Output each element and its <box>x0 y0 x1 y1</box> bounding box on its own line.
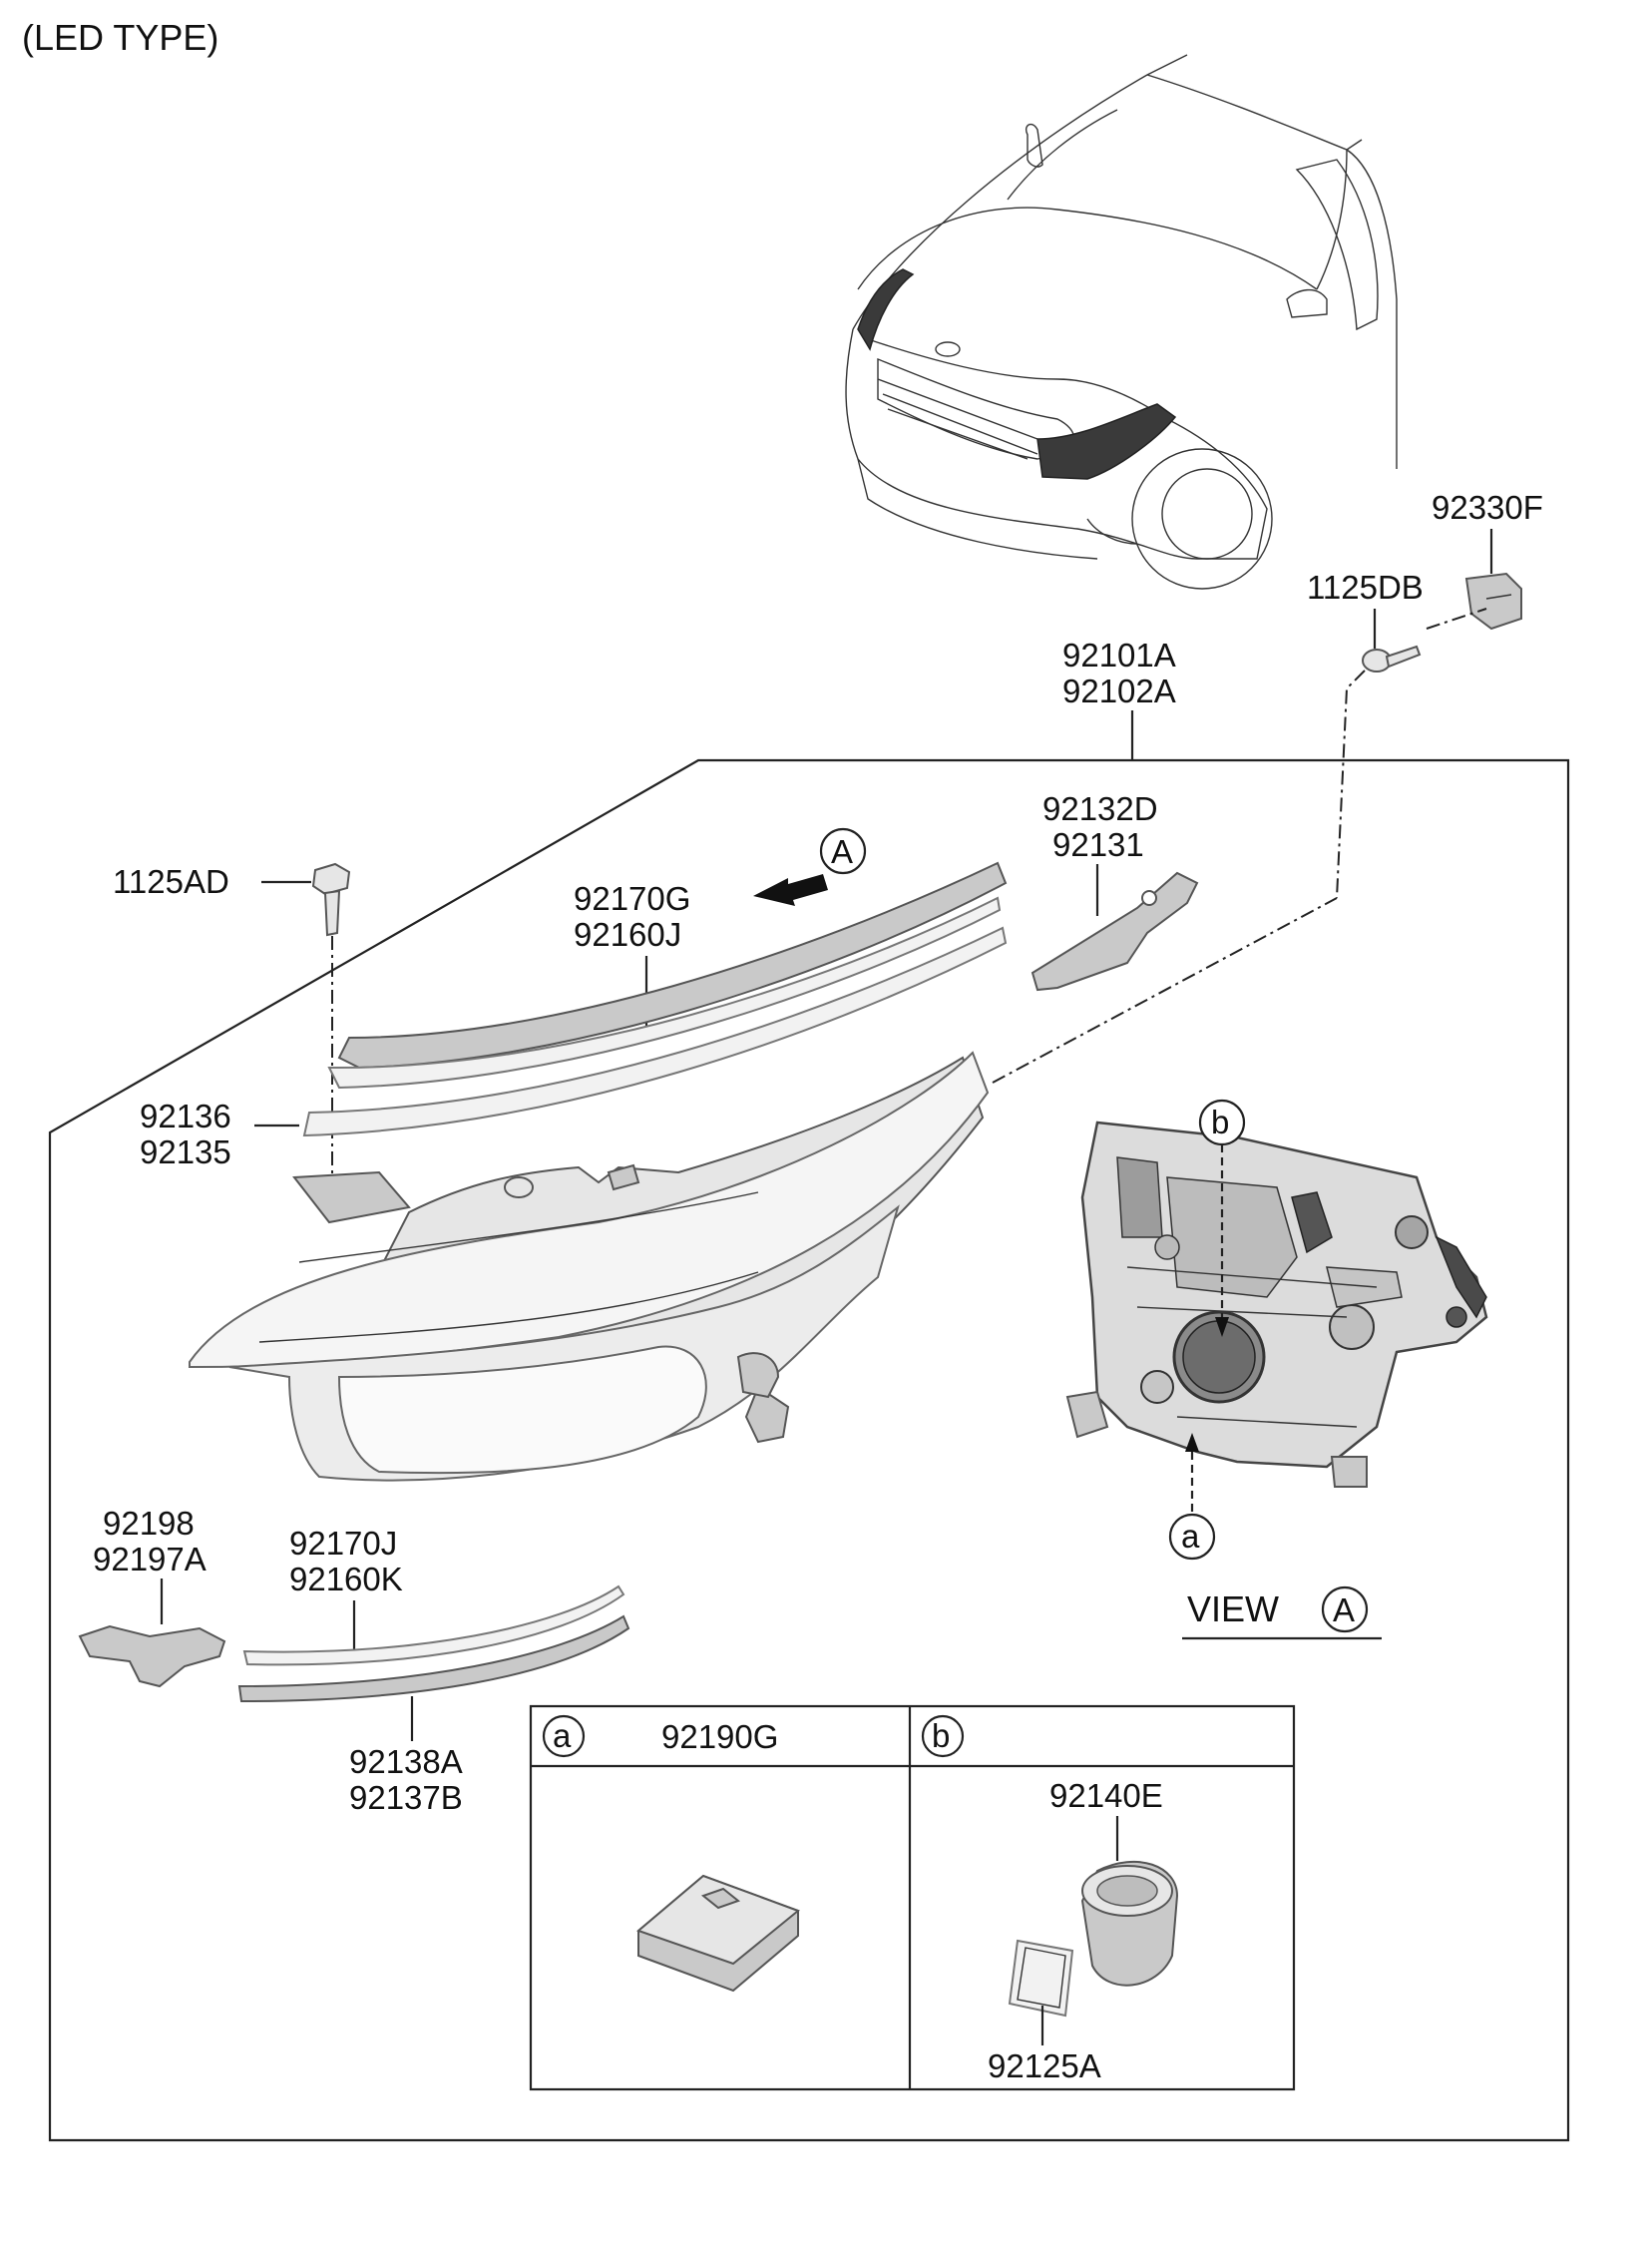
bolt-1125AD <box>311 862 351 937</box>
view-direction-arrow: A <box>753 827 867 906</box>
bulb-cover-92140E <box>1080 1861 1179 1987</box>
callout-b-letter: b <box>1211 1104 1229 1140</box>
label-92135: 92135 <box>140 1133 231 1170</box>
label-92101A: 92101A <box>1062 637 1176 674</box>
detail-parts-table: a 92190G b 92140E 92125A <box>529 1704 1296 2091</box>
diagram-title: (LED TYPE) <box>22 17 218 58</box>
label-92160K: 92160K <box>289 1561 403 1597</box>
label-92137B: 92137B <box>349 1779 463 1816</box>
gasket-92125A <box>1008 1939 1074 2018</box>
label-92102A: 92102A <box>1062 673 1176 709</box>
label-92170G: 92170G <box>574 880 690 917</box>
vehicle-illustration <box>845 54 1398 590</box>
view-label-text: VIEW <box>1187 1588 1279 1629</box>
label-92140E: 92140E <box>1049 1777 1163 1814</box>
label-92131: 92131 <box>1052 826 1144 863</box>
screw-1125DB <box>1362 645 1422 673</box>
label-92136: 92136 <box>140 1098 231 1134</box>
bracket-clip-92330F <box>1464 572 1522 631</box>
label-92198: 92198 <box>103 1505 195 1542</box>
label-92170J: 92170J <box>289 1525 397 1562</box>
led-driver-module-92190G <box>636 1874 800 1993</box>
callout-a-letter: a <box>1181 1518 1200 1555</box>
label-92160J: 92160J <box>574 916 681 953</box>
rear-housing-view-a <box>1065 1121 1488 1488</box>
label-92197A: 92197A <box>93 1541 206 1578</box>
lower-trim-92138A <box>237 1614 630 1703</box>
lower-garnish-strip <box>302 926 1008 1137</box>
label-1125DB: 1125DB <box>1307 569 1424 606</box>
table-cell-a-letter: a <box>553 1717 572 1754</box>
label-92330F: 92330F <box>1432 489 1543 526</box>
label-92138A: 92138A <box>349 1743 463 1780</box>
label-92132D: 92132D <box>1042 790 1158 827</box>
label-92125A: 92125A <box>988 2047 1101 2084</box>
upper-garnish-strip <box>327 861 1008 1090</box>
table-cell-b-letter: b <box>932 1717 950 1754</box>
view-label-letter: A <box>1333 1591 1355 1628</box>
assembly-boundary <box>48 758 1570 2142</box>
mounting-bracket-92132D <box>1031 871 1199 992</box>
side-bracket-92198 <box>78 1624 226 1688</box>
headlamp-assembly <box>189 1051 990 1482</box>
view-arrow-letter: A <box>831 833 853 870</box>
label-1125AD: 1125AD <box>113 863 229 900</box>
label-92190G: 92190G <box>661 1718 778 1755</box>
lower-garnish-92170J <box>242 1584 625 1666</box>
